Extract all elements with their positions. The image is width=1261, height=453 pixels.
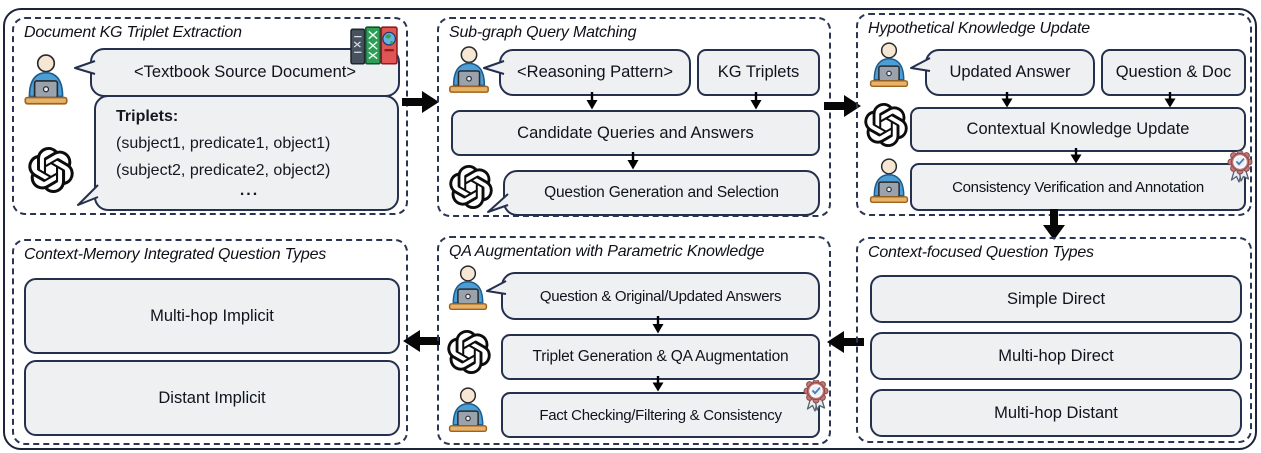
question-type-box: Multi-hop Direct bbox=[870, 332, 1242, 380]
question-generation-label: Question Generation and Selection bbox=[544, 184, 779, 201]
textbook-stack-icon bbox=[350, 25, 398, 72]
panel-document-kg-triplet-extraction: Document KG Triplet Extraction <Textbook… bbox=[12, 17, 408, 215]
arrow-down-icon bbox=[749, 92, 763, 110]
panel-title: Context-focused Question Types bbox=[868, 244, 1094, 261]
question-generation-bubble: Question Generation and Selection bbox=[487, 170, 820, 216]
panel-title: Hypothetical Knowledge Update bbox=[868, 20, 1090, 37]
verified-rosette-icon bbox=[1226, 150, 1254, 188]
updated-answer-label: Updated Answer bbox=[949, 63, 1071, 81]
question-type-box: Multi-hop Distant bbox=[870, 389, 1242, 437]
triplet-line-1: (subject1, predicate1, object1) bbox=[116, 135, 331, 152]
openai-gpt-icon bbox=[447, 330, 491, 379]
openai-gpt-icon bbox=[864, 103, 908, 152]
arrow-down-icon bbox=[1041, 209, 1067, 246]
triplets-ellipsis: ... bbox=[239, 182, 260, 199]
question-answers-bubble: Question & Original/Updated Answers bbox=[486, 272, 820, 320]
person-at-laptop-icon bbox=[20, 53, 72, 116]
question-doc-box: Question & Doc bbox=[1101, 49, 1246, 96]
source-document-label: <Textbook Source Document> bbox=[134, 63, 356, 81]
openai-gpt-icon bbox=[28, 147, 74, 198]
triplet-line-2: (subject2, predicate2, object2) bbox=[116, 162, 331, 179]
triplet-generation-label: Triplet Generation & QA Augmentation bbox=[532, 348, 789, 365]
panel-context-memory-question-types: Context-Memory Integrated Question Types… bbox=[12, 239, 408, 445]
arrow-down-icon bbox=[651, 316, 665, 334]
arrow-down-icon bbox=[626, 152, 640, 170]
arrow-right-icon bbox=[824, 93, 862, 124]
panel-subgraph-query-matching: Sub-graph Query Matching <Reasoning Patt… bbox=[437, 17, 831, 217]
arrow-down-icon bbox=[1163, 92, 1177, 110]
verified-rosette-icon bbox=[802, 379, 830, 417]
source-document-bubble: <Textbook Source Document> bbox=[74, 48, 400, 97]
arrow-down-icon bbox=[651, 376, 665, 394]
panel-context-focused-question-types: Context-focused Question Types Simple Di… bbox=[856, 237, 1252, 443]
question-type-label: Multi-hop Direct bbox=[998, 346, 1114, 365]
question-doc-label: Question & Doc bbox=[1115, 63, 1232, 81]
panel-qa-augmentation: QA Augmentation with Parametric Knowledg… bbox=[437, 236, 831, 445]
consistency-verification-box: Consistency Verification and Annotation bbox=[910, 163, 1246, 211]
panel-title: Context-Memory Integrated Question Types bbox=[24, 246, 327, 263]
question-type-label: Distant Implicit bbox=[158, 388, 266, 407]
person-at-laptop-icon bbox=[445, 45, 493, 104]
panel-hypothetical-knowledge-update: Hypothetical Knowledge Update Updated An… bbox=[856, 13, 1254, 216]
person-at-laptop-icon bbox=[445, 264, 491, 321]
openai-gpt-icon bbox=[449, 165, 493, 214]
person-at-laptop-icon bbox=[866, 41, 912, 98]
arrow-right-icon bbox=[402, 89, 440, 120]
reasoning-pattern-bubble: <Reasoning Pattern> bbox=[483, 49, 691, 96]
contextual-knowledge-update-box: Contextual Knowledge Update bbox=[910, 107, 1246, 152]
arrow-down-icon bbox=[1069, 148, 1083, 166]
fact-checking-box: Fact Checking/Filtering & Consistency bbox=[501, 392, 820, 438]
arrow-down-icon bbox=[585, 92, 599, 110]
candidate-queries-label: Candidate Queries and Answers bbox=[517, 123, 754, 142]
question-type-box: Simple Direct bbox=[870, 275, 1242, 323]
kg-triplets-box: KG Triplets bbox=[697, 49, 820, 96]
kg-triplets-label: KG Triplets bbox=[717, 63, 800, 81]
question-answers-label: Question & Original/Updated Answers bbox=[539, 287, 782, 305]
person-at-laptop-icon bbox=[866, 157, 912, 214]
panel-title: Document KG Triplet Extraction bbox=[24, 24, 242, 41]
consistency-verification-label: Consistency Verification and Annotation bbox=[952, 178, 1204, 196]
panel-title: QA Augmentation with Parametric Knowledg… bbox=[449, 243, 765, 260]
question-type-label: Multi-hop Distant bbox=[994, 403, 1118, 422]
outer-frame bbox=[3, 8, 1257, 450]
question-type-label: Multi-hop Implicit bbox=[150, 306, 274, 325]
triplets-label: Triplets: bbox=[116, 108, 179, 125]
question-type-label: Simple Direct bbox=[1006, 289, 1106, 308]
updated-answer-bubble: Updated Answer bbox=[910, 49, 1095, 96]
person-at-laptop-icon bbox=[445, 386, 491, 443]
arrow-left-icon bbox=[402, 328, 440, 359]
contextual-knowledge-update-label: Contextual Knowledge Update bbox=[966, 120, 1190, 138]
triplets-bubble: Triplets: (subject1, predicate1, object1… bbox=[77, 95, 399, 211]
arrow-down-icon bbox=[1000, 92, 1014, 110]
reasoning-pattern-label: <Reasoning Pattern> bbox=[517, 63, 673, 81]
fact-checking-label: Fact Checking/Filtering & Consistency bbox=[539, 406, 782, 424]
question-type-box: Distant Implicit bbox=[24, 360, 400, 436]
question-type-box: Multi-hop Implicit bbox=[24, 278, 400, 354]
candidate-queries-box: Candidate Queries and Answers bbox=[451, 110, 820, 156]
panel-title: Sub-graph Query Matching bbox=[449, 24, 637, 41]
arrow-left-icon bbox=[826, 329, 864, 360]
triplet-generation-box: Triplet Generation & QA Augmentation bbox=[501, 334, 820, 380]
